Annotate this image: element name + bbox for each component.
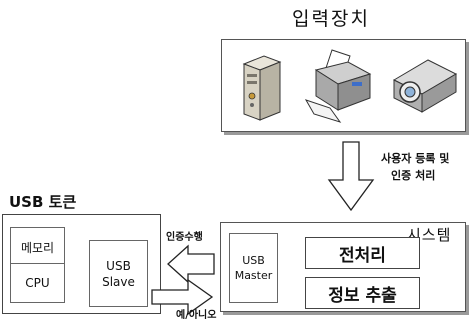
- printer-icon: [304, 49, 372, 123]
- preprocess-label: 전처리: [339, 245, 386, 266]
- usb-master-label-line2: Master: [234, 269, 273, 282]
- system-box: 시스템 USB Master 전처리 정보 추출: [220, 222, 466, 312]
- memory-box: 메모리: [10, 227, 65, 267]
- preprocess-box: 전처리: [305, 237, 420, 269]
- cpu-box: CPU: [10, 263, 65, 303]
- cpu-label: CPU: [25, 276, 50, 290]
- projector-icon: [392, 59, 458, 113]
- registration-label-line2: 인증 처리: [391, 169, 436, 182]
- usb-token-box: 메모리 CPU USB Slave: [2, 214, 161, 314]
- auth-arrow: [167, 244, 215, 284]
- usb-master-label-line1: USB: [242, 254, 265, 267]
- usb-slave-label-line2: Slave: [102, 274, 135, 289]
- registration-label-line1: 사용자 등록 및: [381, 152, 450, 165]
- memory-label: 메모리: [20, 240, 55, 255]
- usb-slave-label-line1: USB: [106, 258, 131, 273]
- server-tower-icon: [242, 55, 282, 121]
- yes-no-label: 예/아니오: [176, 310, 217, 321]
- yes-no-arrow: [151, 278, 214, 316]
- down-arrow: [327, 141, 375, 212]
- auth-label: 인증수행: [166, 232, 203, 243]
- input-devices-title: 입력장치: [292, 8, 370, 30]
- extract-box: 정보 추출: [305, 277, 420, 309]
- input-devices-box: [221, 39, 466, 132]
- usb-slave-box: USB Slave: [89, 240, 148, 307]
- usb-token-title: USB 토큰: [9, 193, 77, 211]
- usb-master-box: USB Master: [229, 233, 278, 303]
- extract-label: 정보 추출: [328, 285, 397, 306]
